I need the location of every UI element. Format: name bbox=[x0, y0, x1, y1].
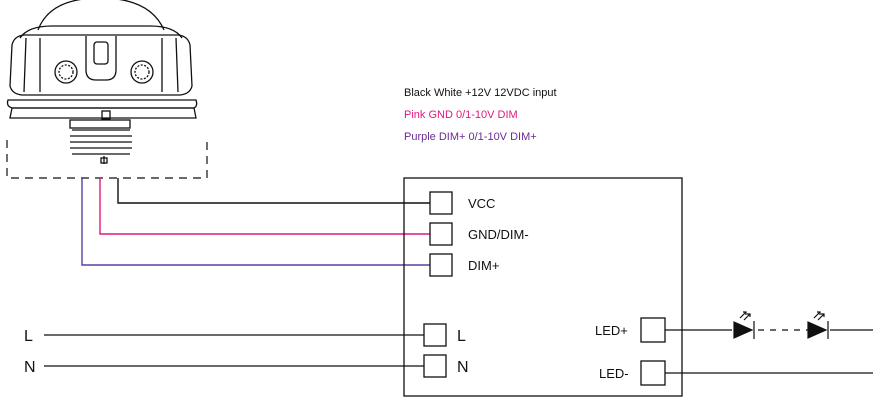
legend-line-pink: Pink GND 0/1-10V DIM bbox=[404, 109, 518, 121]
driver-led-terminals bbox=[640, 317, 666, 386]
led-minus-terminal bbox=[640, 360, 666, 386]
legend-line-purple: Purple DIM+ 0/1-10V DIM+ bbox=[404, 131, 537, 143]
driver-box bbox=[403, 177, 683, 397]
led-plus-label: LED+ bbox=[595, 323, 628, 338]
gnd-dim-terminal bbox=[429, 222, 453, 246]
sensor-device-icon bbox=[6, 0, 198, 164]
mains-n-label: N bbox=[24, 359, 36, 376]
driver-l-label: L bbox=[457, 328, 466, 345]
dim-plus-label: DIM+ bbox=[468, 258, 499, 273]
vcc-terminal bbox=[429, 191, 453, 215]
led-output-wires bbox=[665, 329, 873, 374]
mains-wires bbox=[44, 334, 424, 367]
vcc-label: VCC bbox=[468, 196, 495, 211]
mains-l-label: L bbox=[24, 328, 33, 345]
led-plus-terminal bbox=[640, 317, 666, 343]
led-diode-icon bbox=[807, 311, 829, 339]
driver-n-label: N bbox=[457, 359, 469, 376]
dim-plus-terminal bbox=[429, 253, 453, 277]
mounting-surface-outline bbox=[6, 140, 208, 179]
wire-color-legend: Black White +12V 12VDC input Pink GND 0/… bbox=[404, 87, 557, 143]
l-terminal bbox=[423, 323, 447, 347]
driver-mains-terminals bbox=[423, 323, 447, 378]
led-minus-label: LED- bbox=[599, 366, 629, 381]
purple-wire bbox=[81, 178, 430, 266]
led-diode-icon bbox=[733, 311, 755, 339]
driver-control-terminals bbox=[429, 191, 453, 277]
black-wire bbox=[117, 178, 430, 204]
legend-line-black-white: Black White +12V 12VDC input bbox=[404, 87, 557, 99]
gnd-dim-label: GND/DIM- bbox=[468, 227, 529, 242]
n-terminal bbox=[423, 354, 447, 378]
pink-wire bbox=[99, 178, 430, 235]
sensor-wires bbox=[81, 178, 430, 266]
